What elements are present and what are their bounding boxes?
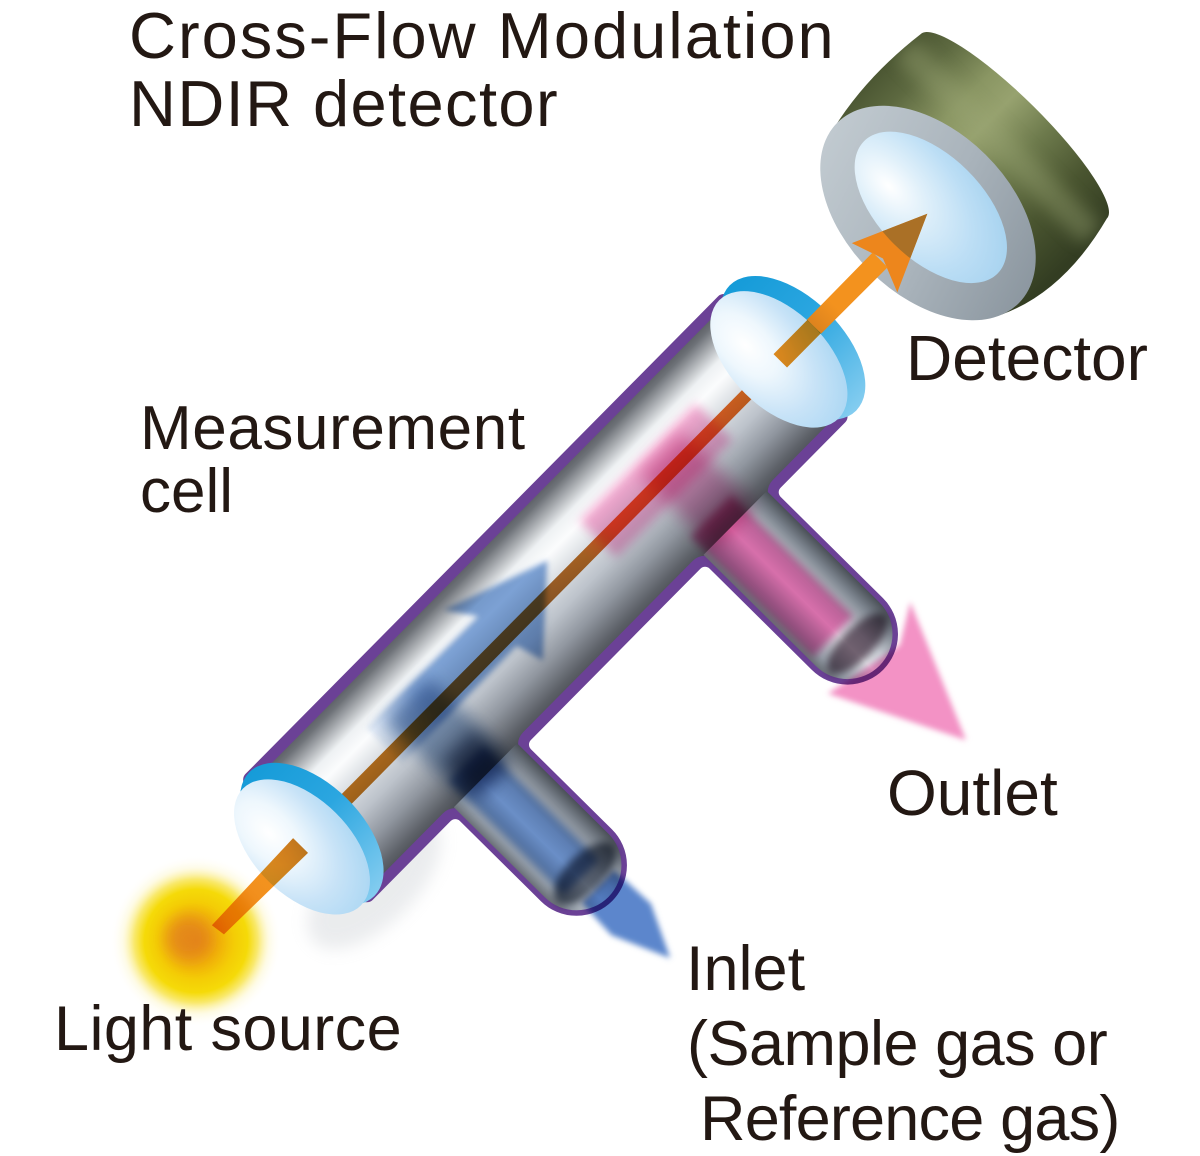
svg-text:Cross-Flow Modulation: Cross-Flow Modulation bbox=[129, 0, 836, 72]
svg-text:Outlet: Outlet bbox=[887, 757, 1058, 829]
svg-text:Detector: Detector bbox=[906, 322, 1148, 394]
svg-text:Measurement: Measurement bbox=[140, 394, 526, 463]
svg-text:NDIR detector: NDIR detector bbox=[129, 67, 559, 140]
svg-text:cell: cell bbox=[140, 457, 233, 526]
svg-text:Light source: Light source bbox=[54, 994, 402, 1064]
svg-text:Inlet: Inlet bbox=[686, 934, 806, 1004]
svg-text:Reference gas): Reference gas) bbox=[700, 1084, 1120, 1154]
svg-text:(Sample gas or: (Sample gas or bbox=[687, 1009, 1107, 1079]
